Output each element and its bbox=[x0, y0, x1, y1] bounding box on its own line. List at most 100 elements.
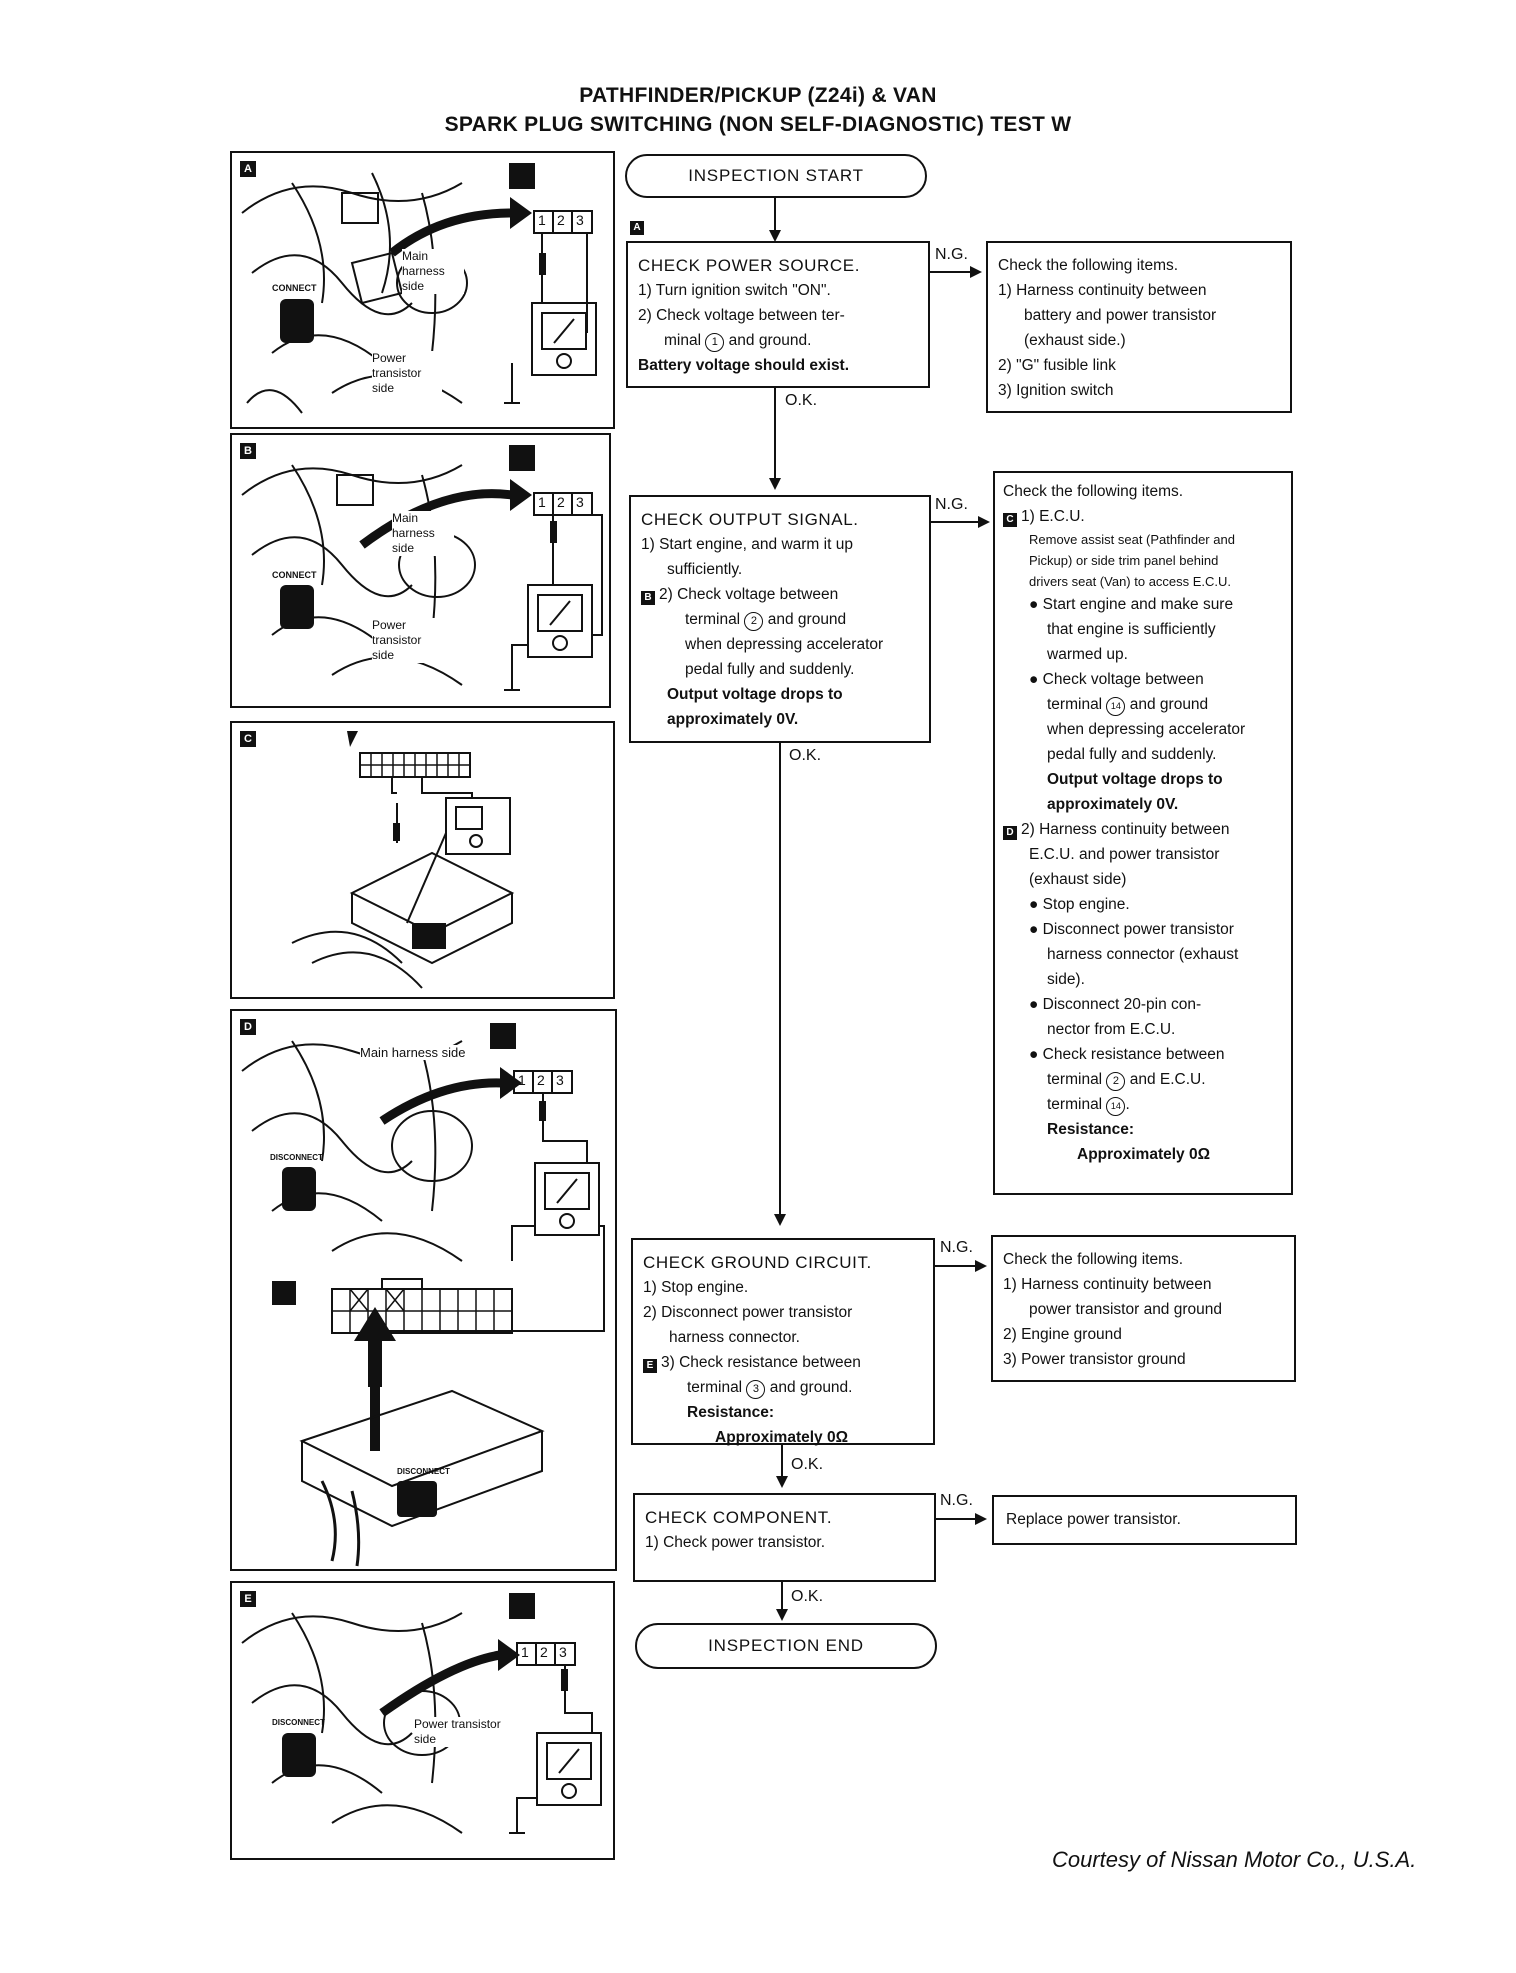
figure-d-terminal-1: 1 bbox=[518, 1072, 526, 1088]
figure-b: B 1 2 3 CONNECT Main harness side Power … bbox=[230, 433, 611, 708]
ng2-result1: Output voltage drops to bbox=[1047, 771, 1223, 788]
figure-e-terminal-3: 3 bbox=[559, 1644, 567, 1660]
figure-e-callout-transistor: Power transistor side bbox=[414, 1717, 524, 1747]
figure-b-terminal-3: 3 bbox=[576, 494, 584, 510]
ng4-line1: Replace power transistor. bbox=[1006, 1511, 1181, 1528]
figure-b-callout-main: Main harness side bbox=[392, 511, 454, 556]
figure-d-illustration bbox=[241, 1023, 605, 1567]
ng3-line1: 1) Harness continuity between bbox=[1003, 1276, 1212, 1293]
step1-line1: 1) Turn ignition switch "ON". bbox=[638, 282, 831, 299]
ng2-bullet5: ● Disconnect 20-pin con- bbox=[1029, 996, 1202, 1013]
ng4-replace-transistor: Replace power transistor. bbox=[992, 1495, 1297, 1545]
step2-result1: Output voltage drops to bbox=[667, 686, 843, 703]
ng3-check-items: Check the following items. 1) Harness co… bbox=[991, 1235, 1296, 1382]
step-mark-d: D bbox=[1003, 826, 1017, 840]
step2-result2: approximately 0V. bbox=[667, 711, 799, 728]
figure-b-callout-transistor: Power transistor side bbox=[372, 618, 442, 663]
figure-a-callout-main: Main harness side bbox=[402, 249, 464, 294]
figure-c-label: C bbox=[240, 731, 256, 747]
figure-a-label: A bbox=[240, 161, 256, 177]
ng1-heading: Check the following items. bbox=[998, 257, 1179, 274]
ng2-bullet1-line3: warmed up. bbox=[1047, 646, 1128, 663]
courtesy-credit: Courtesy of Nissan Motor Co., U.S.A. bbox=[1052, 1847, 1417, 1872]
figure-d-disconnect-label-2: DISCONNECT bbox=[397, 1467, 450, 1476]
step4-line1: 1) Check power transistor. bbox=[645, 1534, 826, 1551]
step3-resistance-value: Approximately 0Ω bbox=[715, 1429, 849, 1446]
page-title-line1: PATHFINDER/PICKUP (Z24i) & VAN bbox=[579, 84, 937, 107]
ok-label-4: O.K. bbox=[791, 1588, 824, 1605]
ng1-line1: 1) Harness continuity between bbox=[998, 282, 1207, 299]
step-mark-b: B bbox=[641, 591, 655, 605]
step-check-power-source: CHECK POWER SOURCE. 1) Turn ignition swi… bbox=[626, 241, 930, 388]
step-mark-e: E bbox=[643, 1359, 657, 1373]
inspection-end: INSPECTION END bbox=[635, 1623, 937, 1669]
ng2-note1: Remove assist seat (Pathfinder and bbox=[1029, 532, 1235, 547]
ng2-bullet5-line2: nector from E.C.U. bbox=[1047, 1021, 1176, 1038]
step1-heading: CHECK POWER SOURCE. bbox=[638, 256, 861, 275]
step4-heading: CHECK COMPONENT. bbox=[645, 1508, 833, 1527]
ng2-bullet2-line2: terminal 14 and ground bbox=[1003, 692, 1285, 717]
ng2-resistance-value: Approximately 0Ω bbox=[1077, 1146, 1211, 1163]
figure-b-terminal-2: 2 bbox=[557, 494, 565, 510]
ng2-bullet2-line4: pedal fully and suddenly. bbox=[1047, 746, 1217, 763]
ng3-line4: 3) Power transistor ground bbox=[1003, 1351, 1186, 1368]
ng2-heading: Check the following items. bbox=[1003, 483, 1184, 500]
terminal-2-symbol: 2 bbox=[744, 612, 764, 631]
figure-e: E 1 2 3 DISCONNECT Power transistor side bbox=[230, 1581, 615, 1860]
step-mark-a: A bbox=[630, 216, 648, 235]
ok-label-2: O.K. bbox=[789, 747, 822, 764]
figure-a-terminal-1: 1 bbox=[538, 212, 546, 228]
step2-line5: when depressing accelerator bbox=[685, 636, 884, 653]
ng1-line2: battery and power transistor bbox=[1024, 307, 1217, 324]
figure-b-illustration bbox=[241, 445, 603, 691]
ng2-bullet4: ● Disconnect power transistor bbox=[1029, 921, 1234, 938]
terminal-1-symbol: 1 bbox=[705, 333, 725, 352]
figure-b-terminal-1: 1 bbox=[538, 494, 546, 510]
terminal-3-symbol: 3 bbox=[746, 1380, 766, 1399]
step1-line2: 2) Check voltage between ter- bbox=[638, 307, 845, 324]
figure-d-callout-main: Main harness side bbox=[360, 1045, 466, 1060]
step2-line6: pedal fully and suddenly. bbox=[685, 661, 855, 678]
ng2-note2: Pickup) or side trim panel behind bbox=[1029, 553, 1219, 568]
figure-c: C bbox=[230, 721, 615, 999]
figure-d-terminal-3: 3 bbox=[556, 1072, 564, 1088]
step3-resistance-label: Resistance: bbox=[687, 1404, 775, 1421]
figure-e-disconnect-label: DISCONNECT bbox=[272, 1718, 325, 1727]
figure-a-terminal-3: 3 bbox=[576, 212, 584, 228]
ok-label-1: O.K. bbox=[785, 392, 818, 409]
step2-line2: sufficiently. bbox=[667, 561, 743, 578]
ng2-bullet4-line3: side). bbox=[1047, 971, 1085, 988]
step3-line5: terminal 3 and ground. bbox=[643, 1375, 923, 1400]
ng1-line4: 2) "G" fusible link bbox=[998, 357, 1116, 374]
ng-label-2: N.G. bbox=[935, 496, 968, 513]
ng2-result2: approximately 0V. bbox=[1047, 796, 1179, 813]
terminal-14-symbol-b: 14 bbox=[1106, 1097, 1126, 1116]
figure-a-illustration bbox=[241, 163, 597, 414]
figure-e-illustration bbox=[241, 1593, 602, 1834]
ok-label-3: O.K. bbox=[791, 1456, 824, 1473]
ng2-bullet4-line2: harness connector (exhaust bbox=[1047, 946, 1239, 963]
ng1-line3: (exhaust side.) bbox=[1024, 332, 1126, 349]
ng1-line5: 3) Ignition switch bbox=[998, 382, 1114, 399]
figure-a-connect-label: CONNECT bbox=[272, 283, 317, 293]
step1-line3: minal 1 and ground. bbox=[638, 328, 918, 353]
step1-result: Battery voltage should exist. bbox=[638, 357, 850, 374]
ng2-bullet2-line3: when depressing accelerator bbox=[1047, 721, 1246, 738]
figure-d: D bbox=[230, 1009, 617, 1571]
ng3-line2: power transistor and ground bbox=[1029, 1301, 1223, 1318]
figure-d-terminal-2: 2 bbox=[537, 1072, 545, 1088]
step2-heading: CHECK OUTPUT SIGNAL. bbox=[641, 510, 859, 529]
step3-line3: harness connector. bbox=[669, 1329, 800, 1346]
ng2-resistance-label: Resistance: bbox=[1047, 1121, 1135, 1138]
ng2-bullet6-line3: terminal 14. bbox=[1003, 1092, 1285, 1117]
page-title-line2: SPARK PLUG SWITCHING (NON SELF-DIAGNOSTI… bbox=[444, 113, 1072, 136]
step-check-component: CHECK COMPONENT. 1) Check power transist… bbox=[633, 1493, 936, 1582]
figure-b-label: B bbox=[240, 443, 256, 459]
ng2-bullet1-line2: that engine is sufficiently bbox=[1047, 621, 1216, 638]
step3-line2: 2) Disconnect power transistor bbox=[643, 1304, 853, 1321]
ng2-bullet1: ● Start engine and make sure bbox=[1029, 596, 1234, 613]
